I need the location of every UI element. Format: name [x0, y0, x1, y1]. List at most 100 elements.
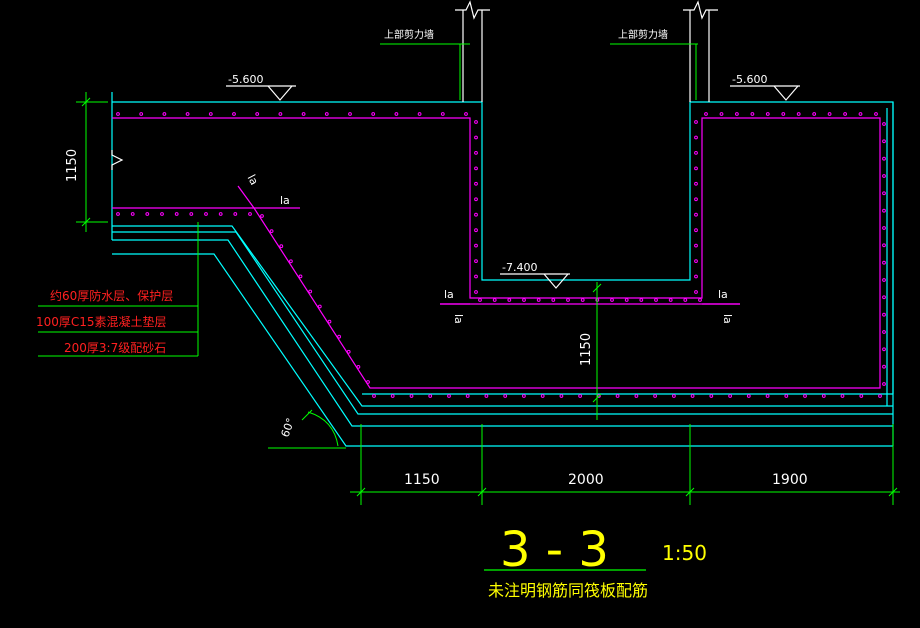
rebar-dot [882, 364, 886, 369]
dim-bottom-label-1: 1150 [404, 472, 440, 488]
rebar-dot [474, 181, 478, 186]
rebar-dot [218, 212, 223, 216]
rebar-dot [882, 208, 886, 213]
rebar-dot [765, 394, 770, 398]
rebar-dot [683, 298, 688, 302]
rebar-dot [580, 298, 585, 302]
rebar-dot [882, 330, 886, 334]
rebar-dot [260, 214, 264, 218]
dim-left-depth-label: 1150 [65, 149, 80, 182]
rebar-dot [484, 394, 489, 398]
rebar-dot [694, 259, 698, 264]
rebar-dot [882, 226, 886, 230]
rebar-dot [624, 298, 629, 302]
elevation-pit-label: -7.400 [502, 261, 537, 274]
la-label-pit-left-h: la [444, 288, 454, 301]
rebar-dot [428, 394, 433, 398]
la-label-slope: la [245, 172, 261, 187]
rebar-dot [189, 212, 194, 216]
rebar-dot [803, 394, 807, 398]
rebar-dot [464, 112, 468, 116]
rebar-dot [474, 228, 478, 233]
rebar-dot [278, 112, 283, 116]
la-label-top: la [280, 194, 290, 207]
rebar-dot [162, 112, 167, 116]
rebar-dot [390, 394, 395, 398]
dim-left-arrow-bottom [81, 217, 91, 227]
rebar-dot [728, 394, 732, 398]
rebar-dot [882, 139, 886, 144]
rebar-dot [840, 394, 845, 398]
rebar-dot [694, 151, 698, 155]
rebar-dot [366, 380, 370, 384]
rebar-dot [409, 394, 414, 398]
layer-line-3 [112, 239, 893, 427]
rebar-dot [447, 394, 451, 398]
rebar-dot [827, 112, 832, 116]
rebar-dot [503, 394, 508, 398]
rebar-dot [882, 174, 886, 178]
rebar-dot [348, 112, 352, 116]
rebar-dot [654, 298, 658, 302]
dim-pit-arrow-top [592, 283, 602, 293]
rebar-dot [185, 112, 190, 116]
rebar-dot [301, 112, 306, 116]
wall-label-right: 上部剪力墙 [618, 28, 668, 41]
rebar-dot [812, 112, 817, 116]
rebar-dot [474, 135, 478, 140]
rebar-dot [882, 243, 886, 248]
rebar-dot [694, 120, 698, 124]
la-label-pit-left-v: la [452, 314, 465, 324]
section-note: 未注明钢筋同筏板配筋 [488, 581, 648, 600]
section-mark: 3 - 3 [500, 522, 609, 578]
rebar-dot [578, 394, 582, 398]
angle-arc [307, 411, 339, 447]
elev-pit-triangle [543, 273, 569, 289]
rebar-dot [317, 304, 322, 309]
rebar-dot [882, 347, 886, 352]
rebar-dot [694, 135, 698, 140]
rebar-dot [858, 112, 863, 116]
rebar-dot [653, 394, 657, 398]
rebar-dot [478, 298, 482, 302]
rebar-dot [372, 394, 376, 398]
rebar-dot [492, 298, 497, 302]
angle-arrow [301, 409, 313, 421]
layer-line-4 [112, 253, 893, 447]
rebar-dot [289, 259, 293, 264]
concrete-outline [111, 92, 894, 447]
wall-right-break [683, 0, 718, 20]
rebar-dot [694, 181, 698, 186]
layer-line-1 [112, 225, 893, 407]
rebar-dot [704, 112, 708, 116]
rebar-dot [615, 394, 620, 398]
elevation-left-label: -5.600 [228, 73, 263, 86]
rebar-dot [559, 394, 564, 398]
dim-arrow-1 [356, 487, 366, 497]
dim-arrow-3 [685, 487, 695, 497]
rebar-dots [116, 112, 886, 398]
rebar-dot [116, 112, 120, 116]
rebar-dot [474, 274, 478, 279]
rebar-dot [474, 259, 478, 264]
rebar-dot [474, 197, 478, 202]
rebar-dot [566, 298, 570, 302]
rebar-dot [694, 228, 698, 233]
rebar-top [112, 117, 881, 389]
rebar-dot [843, 112, 847, 116]
dim-arrow-4 [888, 487, 898, 497]
dimension-lines [38, 43, 900, 505]
rebar-dot [694, 290, 698, 294]
rebar-dot [394, 112, 399, 116]
rebar [112, 117, 881, 389]
rebar-dot [765, 112, 770, 116]
rebar-dot [248, 212, 252, 216]
rebar-dot [232, 112, 236, 116]
rebar-dot [882, 295, 886, 300]
rebar-dot [874, 112, 878, 116]
rebar-dot [474, 290, 478, 294]
wall-label-left: 上部剪力墙 [384, 28, 434, 41]
slab-top-left-outline [112, 101, 894, 394]
rebar-dot [324, 112, 329, 116]
rebar-dot [417, 112, 422, 116]
